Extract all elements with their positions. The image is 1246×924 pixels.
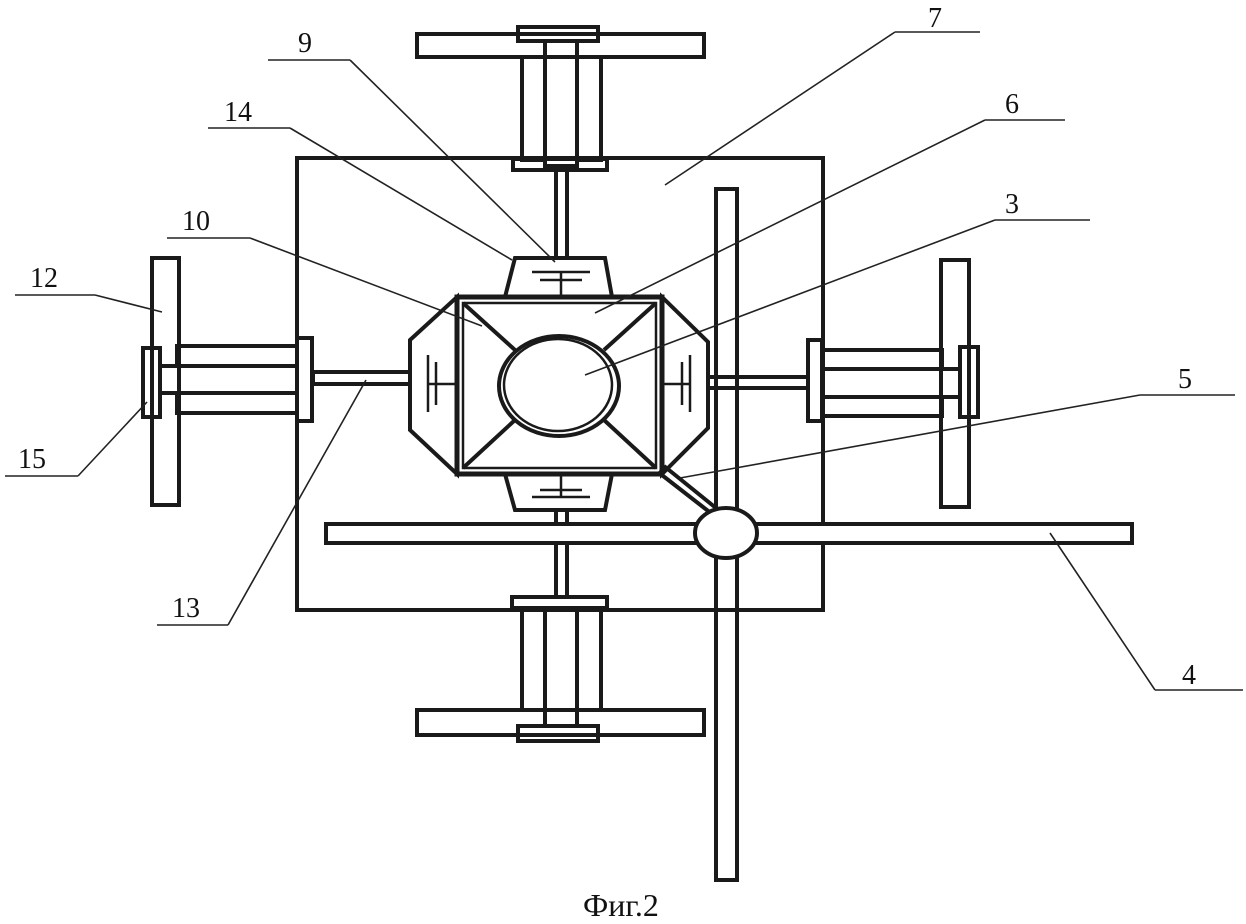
left-blade: [152, 258, 179, 505]
bottom-gear-housing: [505, 474, 612, 510]
left-gear-housing: [410, 297, 457, 474]
cross-bars: [326, 189, 1132, 880]
left-propeller-assembly: [143, 258, 457, 505]
left-gear-icon: [428, 355, 455, 412]
label-15: 15: [18, 444, 46, 475]
bottom-gear-icon: [532, 476, 590, 497]
top-blade: [417, 34, 704, 57]
label-14: 14: [224, 97, 252, 128]
right-gear-icon: [664, 355, 690, 412]
figure-caption: Фиг.2: [583, 887, 659, 923]
top-gear-icon: [532, 272, 590, 295]
label-3: 3: [1005, 189, 1019, 220]
label-4: 4: [1182, 660, 1196, 691]
label-13: 13: [172, 593, 200, 624]
label-12: 12: [30, 263, 58, 294]
top-propeller-assembly: [417, 27, 704, 297]
label-9: 9: [298, 28, 312, 59]
label-7: 7: [928, 3, 942, 34]
bottom-propeller-assembly: [417, 474, 704, 741]
right-blade: [941, 260, 969, 507]
label-10: 10: [182, 206, 210, 237]
central-box: [457, 297, 662, 474]
right-propeller-assembly: [662, 260, 978, 507]
bottom-blade: [417, 710, 704, 735]
joint-hub: [695, 508, 757, 558]
leader-lines: [5, 32, 1243, 690]
label-5: 5: [1178, 364, 1192, 395]
label-6: 6: [1005, 89, 1019, 120]
right-gear-housing: [662, 297, 708, 474]
top-gear-housing: [505, 258, 612, 297]
